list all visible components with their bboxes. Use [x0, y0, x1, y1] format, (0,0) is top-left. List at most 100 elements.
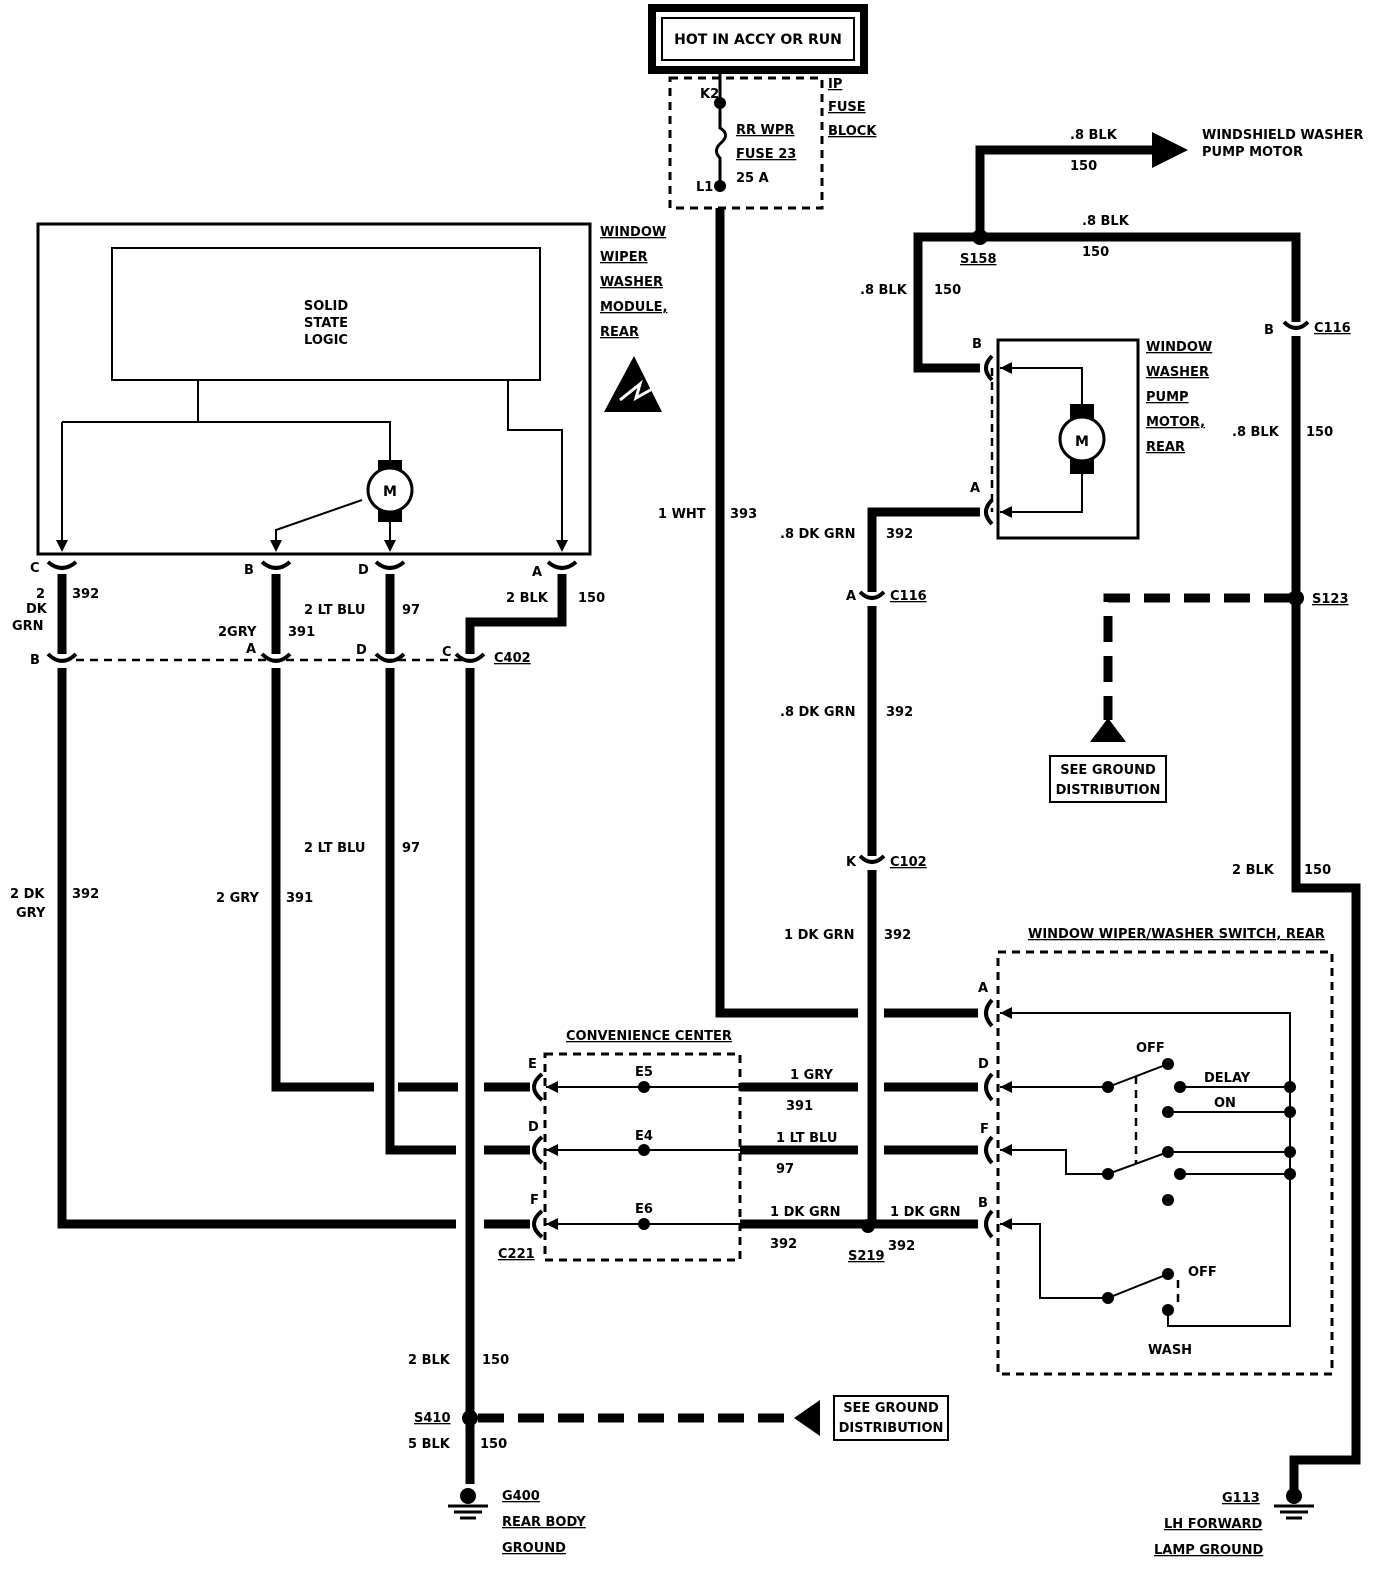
module-title-1: WINDOW	[600, 225, 666, 240]
wire-392-pump-number: 392	[886, 527, 913, 542]
pump-title-5: REAR	[1146, 440, 1185, 455]
wire-392-pump-label: .8 DK GRN	[780, 527, 855, 542]
wire-s158-left-number: 150	[934, 283, 961, 298]
module-title-4: MODULE,	[600, 300, 667, 315]
wire-392-label-b: DK	[26, 602, 48, 617]
wiper-module: SOLID STATE LOGIC M WINDOW WIPER WASHER …	[36, 222, 667, 556]
wire-393-color: 1 WHT	[658, 507, 706, 522]
wire-ltblu1-number: 97	[776, 1162, 794, 1177]
wire-392-mid-label: .8 DK GRN	[780, 705, 855, 720]
splice-s123	[1288, 590, 1304, 606]
arrow-windshield-icon	[1152, 132, 1188, 168]
ip-fuse-block: K2 L1 RR WPR FUSE 23 25 A IP FUSE BLOCK	[668, 70, 877, 210]
wire-dkgrn1-number-right: 392	[888, 1239, 915, 1254]
ground-g400-icon	[448, 1488, 488, 1520]
fuse-block-label-2: FUSE	[828, 100, 866, 115]
fuse-block-label-3: BLOCK	[828, 124, 877, 139]
c102-label: C102	[890, 855, 927, 870]
g113-label-1: G113	[1222, 1491, 1260, 1506]
switch-pin-d: D	[978, 1057, 989, 1072]
ground-dist-upper-2: DISTRIBUTION	[1056, 783, 1161, 798]
wire-391-number-top: 391	[288, 625, 315, 640]
windshield-pump-label-2: PUMP MOTOR	[1202, 145, 1303, 160]
convenience-center-label: CONVENIENCE CENTER	[566, 1029, 732, 1044]
c116-right-label: C116	[1314, 321, 1351, 336]
module-pin-c: C	[30, 561, 40, 576]
wire-392-mid-number: 392	[886, 705, 913, 720]
pump-title-3: PUMP	[1146, 390, 1189, 405]
wire-150-lower-number: 150	[482, 1353, 509, 1368]
wire-c116-number: 150	[1306, 425, 1333, 440]
switch-off-2: OFF	[1188, 1265, 1217, 1280]
c402-pin-d: D	[356, 643, 367, 658]
module-title-5: REAR	[600, 325, 639, 340]
module-pin-d: D	[358, 563, 369, 578]
switch-pin-b: B	[978, 1196, 988, 1211]
rear-wiper-switch: WINDOW WIPER/WASHER SWITCH, REAR A D F B	[978, 927, 1334, 1376]
wire-393	[715, 208, 858, 1018]
wire-97	[385, 668, 456, 1155]
g113-label-3: LAMP GROUND	[1154, 1543, 1264, 1558]
wire-c116-label: .8 BLK	[1232, 425, 1280, 440]
fuse-number: FUSE 23	[736, 147, 796, 162]
wire-391	[271, 668, 374, 1092]
esd-warning-icon	[604, 356, 662, 412]
splice-s410	[462, 1410, 478, 1426]
switch-off-1: OFF	[1136, 1041, 1165, 1056]
fuse-icon	[715, 103, 727, 186]
wiper-motor-label: M	[383, 484, 397, 500]
switch-on: ON	[1214, 1096, 1236, 1111]
cc-pin-e: E	[528, 1057, 537, 1072]
wire-391-label-top: 2GRY	[218, 625, 257, 640]
wire-97-label-top: 2 LT BLU	[304, 603, 365, 618]
windshield-pump-label-1: WINDSHIELD WASHER	[1202, 128, 1363, 143]
g400-label-2: REAR BODY	[502, 1515, 586, 1530]
wire-g113-number: 150	[1304, 863, 1331, 878]
wire-150-s158	[913, 232, 1301, 373]
power-source-box: HOT IN ACCY OR RUN	[648, 4, 868, 74]
wire-150-g113	[1289, 336, 1361, 1490]
ground-g113-icon	[1274, 1488, 1314, 1520]
c402-pin-a: A	[246, 642, 256, 657]
module-pin-b: B	[244, 563, 254, 578]
wire-blk5-number: 150	[480, 1437, 507, 1452]
splice-s410-label: S410	[414, 1411, 451, 1426]
switch-delay: DELAY	[1204, 1071, 1251, 1086]
switch-pin-f: F	[980, 1122, 989, 1137]
wire-gry1-number: 391	[786, 1099, 813, 1114]
module-title-2: WIPER	[600, 250, 648, 265]
ground-dist-box-upper	[1049, 755, 1167, 803]
fuse-pin-top-label: K2	[700, 87, 719, 102]
wire-393-number: 393	[730, 507, 757, 522]
fuse-pin-bottom-label: L1	[696, 180, 713, 195]
wire-392-number-top: 392	[72, 587, 99, 602]
wire-dkgrn1-label-right: 1 DK GRN	[890, 1205, 961, 1220]
g113-label-2: LH FORWARD	[1164, 1517, 1262, 1532]
cc-pin-d: D	[528, 1120, 539, 1135]
wire-s158-right-number: 150	[1082, 245, 1109, 260]
ground-dist-upper-1: SEE GROUND	[1060, 763, 1156, 778]
pump-motor-label: M	[1075, 434, 1089, 450]
fuse-name: RR WPR	[736, 123, 794, 138]
ground-dist-dash-upper	[1103, 593, 1290, 720]
wire-dkgry-label-a: 2 DK	[10, 887, 45, 902]
logic-label-3: LOGIC	[304, 333, 348, 348]
module-title-3: WASHER	[600, 275, 663, 290]
c221-label: C221	[498, 1247, 535, 1262]
pump-motor-icon: M	[1058, 404, 1106, 474]
pump-title-2: WASHER	[1146, 365, 1209, 380]
wire-windshield-label: .8 BLK	[1070, 128, 1118, 143]
c102-pin-k: K	[846, 855, 857, 870]
splice-s123-label: S123	[1312, 592, 1349, 607]
c116-pin-a: A	[846, 589, 856, 604]
cc-pin-f: F	[530, 1193, 539, 1208]
fuse-rating: 25 A	[736, 171, 769, 186]
splice-s158-label: S158	[960, 252, 997, 267]
wire-150-lower-label: 2 BLK	[408, 1353, 451, 1368]
c402-pin-c: C	[442, 645, 452, 660]
logic-label-2: STATE	[304, 316, 348, 331]
module-connector: C B D A	[30, 560, 578, 580]
wire-dkgry-label-b: GRY	[16, 906, 46, 921]
switch-title: WINDOW WIPER/WASHER SWITCH, REAR	[1028, 927, 1325, 942]
